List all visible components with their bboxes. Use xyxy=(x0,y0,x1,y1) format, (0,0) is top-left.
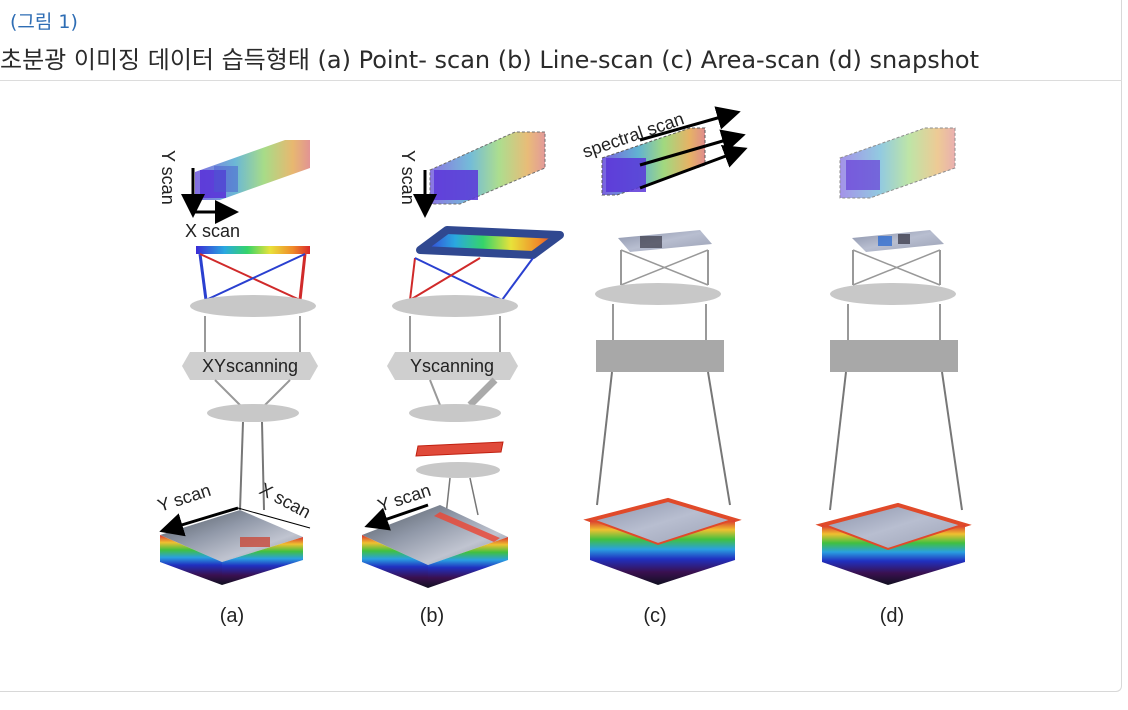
caption-d: (d) xyxy=(880,605,904,627)
caption-c: (c) xyxy=(643,605,666,627)
panel-c: spectral scan (c) xyxy=(580,106,748,627)
image-plane-c xyxy=(618,230,712,252)
sample-cube-a xyxy=(160,510,303,585)
filter-block-d xyxy=(830,340,958,372)
x-scan-label: X scan xyxy=(185,221,240,241)
caption-a: (a) xyxy=(220,605,244,627)
spectral-arrow xyxy=(639,129,746,167)
sample-y-arrow xyxy=(159,506,239,537)
filter-block-c xyxy=(596,340,724,372)
sample-cube-c xyxy=(583,497,742,585)
sample-cube-b xyxy=(362,505,508,588)
scanner-label: XYscanning xyxy=(202,356,298,376)
panel-b: Y scan Yscanning Y scan (b) xyxy=(362,131,564,627)
sample-y-label-b: Y scan xyxy=(375,480,433,516)
cube-a xyxy=(195,140,310,200)
cube-b xyxy=(429,131,546,205)
panel-a: Y scan X scan XYscanning Y scan X scan (… xyxy=(155,140,318,627)
figure-number: (그림 1) xyxy=(10,11,78,33)
lens-upper xyxy=(190,295,316,317)
sample-x-line xyxy=(237,507,311,529)
sample-cube-d xyxy=(815,502,972,585)
cube-d xyxy=(839,127,956,199)
sample-y-label: Y scan xyxy=(155,480,213,516)
slit-b xyxy=(415,441,504,457)
title-divider xyxy=(0,80,1122,81)
caption-b: (b) xyxy=(420,605,444,627)
spectrometer-plane xyxy=(416,226,564,259)
y-scan-label: Y scan xyxy=(158,150,178,205)
scanner-label-b: Yscanning xyxy=(410,356,494,376)
scanner-box-b xyxy=(387,352,518,380)
spectrometer-slit xyxy=(196,246,310,254)
y-scan-label-b: Y scan xyxy=(398,150,418,205)
scanner-box xyxy=(182,352,318,380)
sample-y-arrow-b xyxy=(364,503,429,531)
figure-title: 초분광 이미징 데이터 습득형태 (a) Point- scan (b) Lin… xyxy=(0,46,979,74)
panel-d: (d) xyxy=(815,127,972,627)
lens-lower xyxy=(207,404,299,422)
